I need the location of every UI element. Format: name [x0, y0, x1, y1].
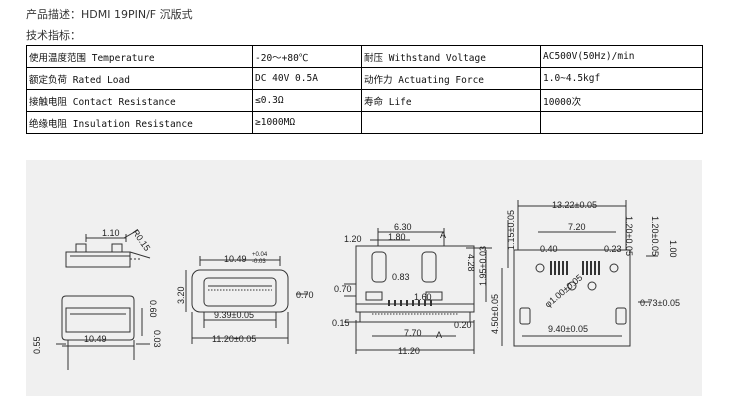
front-view	[185, 256, 308, 344]
dim-side-0-55: 0.55	[32, 336, 42, 354]
spec-cell: 10000次	[540, 89, 703, 112]
dim-front-tol-up: +0.04	[252, 252, 268, 258]
spec-cell: 动作力 Actuating Force	[361, 67, 541, 90]
dim-layout-hole: φ1.00±0.05	[543, 272, 585, 309]
dim-layout-0-23: 0.23	[604, 244, 622, 254]
dim-pcb-0-15: 0.15	[332, 318, 350, 328]
dim-front-11-20: 11.20±0.05	[212, 334, 256, 344]
pcb-layout-view	[501, 200, 658, 347]
side-view	[56, 229, 151, 370]
dim-pcb-0-20: 0.20	[454, 320, 472, 330]
spec-row: 接触电阻 Contact Resistance ≤0.3Ω 寿命 Life 10…	[26, 89, 703, 112]
dim-pcb-0-83: 0.83	[392, 272, 410, 282]
dim-front-tol-dn: -0.03	[252, 259, 266, 265]
spec-cell: 接触电阻 Contact Resistance	[26, 89, 253, 112]
spec-cell: AC500V(50Hz)/min	[540, 45, 703, 68]
spec-cell: 寿命 Life	[361, 89, 541, 112]
spec-table: 使用温度范围 Temperature -20～+80℃ 耐压 Withstand…	[26, 45, 703, 134]
dim-layout-7-20: 7.20	[568, 222, 586, 232]
spec-cell	[540, 111, 703, 134]
pcb-front-view	[344, 228, 492, 354]
dim-pcb-4-28: 4.28	[466, 254, 476, 272]
dim-layout-1-20-r: 1.20±0.05	[650, 216, 660, 256]
dim-side-r015: R0.15	[130, 227, 152, 252]
dim-layout-1-20-l: 1.20±0.05	[624, 216, 634, 256]
dim-pcb-a-top: A	[440, 230, 446, 240]
spec-cell: 使用温度范围 Temperature	[26, 45, 253, 68]
dim-side-0-03: 0.03	[152, 330, 162, 348]
dim-layout-1-15: 1.15±0.05	[506, 210, 516, 250]
dim-front-10-49: 10.49	[224, 254, 247, 264]
dim-pcb-1-60: 1.60	[414, 292, 432, 302]
dim-layout-0-40: 0.40	[540, 244, 558, 254]
dim-front-3-20: 3.20	[176, 286, 186, 304]
spec-cell: DC 40V 0.5A	[252, 67, 362, 90]
spec-cell: 绝缘电阻 Insulation Resistance	[26, 111, 253, 134]
dim-layout-4-50: 4.50±0.05	[490, 294, 500, 334]
dim-layout-9-40: 9.40±0.05	[548, 324, 588, 334]
pcb-pads	[550, 261, 600, 275]
pcb-contacts	[388, 300, 432, 306]
spec-cell: 1.0~4.5kgf	[540, 67, 703, 90]
dim-pcb-6-30: 6.30	[394, 222, 412, 232]
spec-cell	[361, 111, 541, 134]
product-description: 产品描述：HDMI 19PIN/F 沉版式	[26, 8, 193, 21]
dim-side-10-49: 10.49	[84, 334, 107, 344]
dim-pcb-a-bot: A	[436, 330, 442, 340]
dim-front-9-39: 9.39±0.05	[214, 310, 254, 320]
dim-side-1-10: 1.10	[102, 228, 120, 238]
spec-cell: -20～+80℃	[252, 45, 362, 68]
dim-pcb-7-70: 7.70	[404, 328, 422, 338]
dim-pcb-0-70: 0.70	[334, 284, 352, 294]
dim-pcb-11-20: 11.20	[398, 346, 420, 356]
dim-front-hole: 0.70	[296, 290, 314, 300]
spec-title: 技术指标：	[26, 29, 81, 42]
spec-cell: 耐压 Withstand Voltage	[361, 45, 541, 68]
dim-layout-1-00: 1.00	[668, 240, 678, 258]
dim-pcb-1-95: 1.95±0.03	[478, 246, 488, 286]
dim-layout-0-73: 0.73±0.05	[640, 298, 680, 308]
spec-cell: ≤0.3Ω	[252, 89, 362, 112]
spec-cell: ≥1000MΩ	[252, 111, 362, 134]
spec-row: 绝缘电阻 Insulation Resistance ≥1000MΩ	[26, 111, 703, 134]
spec-cell: 额定负荷 Rated Load	[26, 67, 253, 90]
dim-pcb-1-20: 1.20	[344, 234, 362, 244]
dim-pcb-1-80: 1.80	[388, 232, 406, 242]
spec-row: 额定负荷 Rated Load DC 40V 0.5A 动作力 Actuatin…	[26, 67, 703, 90]
technical-drawing: 1.10 R0.15 0.60 10.49 0.55 0.03 10.49 +0…	[26, 160, 702, 396]
spec-row: 使用温度范围 Temperature -20～+80℃ 耐压 Withstand…	[26, 45, 703, 68]
dim-layout-13-22: 13.22±0.05	[552, 200, 597, 210]
drawing-svg: 1.10 R0.15 0.60 10.49 0.55 0.03 10.49 +0…	[32, 200, 680, 370]
dim-side-0-60: 0.60	[148, 300, 158, 318]
